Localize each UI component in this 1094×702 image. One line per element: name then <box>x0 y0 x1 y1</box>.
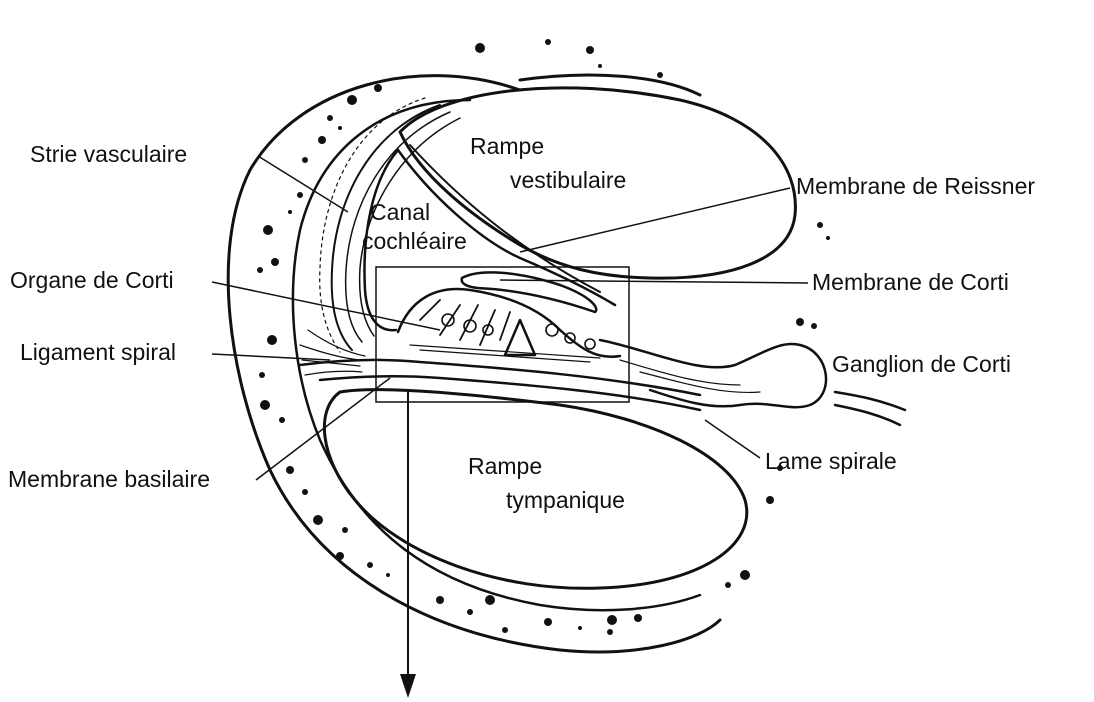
stria-vascularis-band <box>320 98 460 352</box>
label-membrane-reissner: Membrane de Reissner <box>796 173 1035 199</box>
down-arrow-icon <box>400 392 416 698</box>
label-strie-vasculaire: Strie vasculaire <box>30 141 187 167</box>
label-ligament-spiral: Ligament spiral <box>20 339 176 365</box>
label-canal-cochleaire-line1: Canal <box>370 199 430 225</box>
label-rampe-vestibulaire-line1: Rampe <box>470 133 544 159</box>
label-rampe-tympanique-line2: tympanique <box>506 487 625 513</box>
organ-of-corti <box>398 289 620 362</box>
label-rampe-vestibulaire-line2: vestibulaire <box>510 167 626 193</box>
spiral-ligament <box>300 330 365 375</box>
label-organe-corti: Organe de Corti <box>10 267 174 293</box>
label-lame-spirale: Lame spirale <box>765 448 897 474</box>
leader-lines <box>212 156 808 480</box>
label-canal-cochleaire-line2: cochléaire <box>362 228 467 254</box>
bony-wall <box>228 75 720 652</box>
label-ganglion-corti: Ganglion de Corti <box>832 351 1011 377</box>
label-rampe-tympanique-line1: Rampe <box>468 453 542 479</box>
label-membrane-corti: Membrane de Corti <box>812 269 1009 295</box>
label-membrane-basilaire: Membrane basilaire <box>8 466 210 492</box>
